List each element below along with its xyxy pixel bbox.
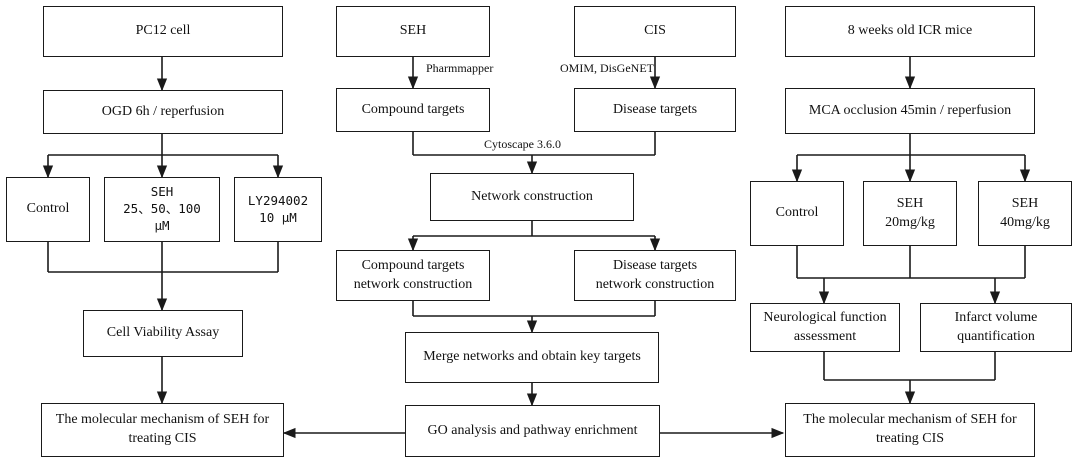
cell-viability-box: Cell Viability Assay <box>83 310 243 357</box>
compound-targets-box: Compound targets <box>336 88 490 132</box>
seh-40mg-box: SEH 40mg/kg <box>978 181 1072 246</box>
disease-network-box: Disease targets network construction <box>574 250 736 301</box>
right-mechanism-box: The molecular mechanism of SEH for treat… <box>785 403 1035 457</box>
right-control-box: Control <box>750 181 844 246</box>
cytoscape-label: Cytoscape 3.6.0 <box>484 137 561 151</box>
left-mechanism-box: The molecular mechanism of SEH for treat… <box>41 403 284 457</box>
disease-targets-box: Disease targets <box>574 88 736 132</box>
left-control-box: Control <box>6 177 90 242</box>
go-analysis-box: GO analysis and pathway enrichment <box>405 405 660 457</box>
neurological-function-box: Neurological function assessment <box>750 303 900 352</box>
ogd-reperfusion-box: OGD 6h / reperfusion <box>43 90 283 134</box>
ly294002-box: LY294002 10 μM <box>234 177 322 242</box>
mca-occlusion-box: MCA occlusion 45min / reperfusion <box>785 88 1035 134</box>
network-construction-box: Network construction <box>430 173 634 221</box>
seh-20mg-box: SEH 20mg/kg <box>863 181 957 246</box>
compound-network-box: Compound targets network construction <box>336 250 490 301</box>
icr-mice-box: 8 weeks old ICR mice <box>785 6 1035 57</box>
merge-networks-box: Merge networks and obtain key targets <box>405 332 659 383</box>
cis-box: CIS <box>574 6 736 57</box>
seh-box: SEH <box>336 6 490 57</box>
infarct-volume-box: Infarct volume quantification <box>920 303 1072 352</box>
pc12-cell-box: PC12 cell <box>43 6 283 57</box>
omim-disgenet-label: OMIM, DisGeNET <box>560 61 654 75</box>
pharmmapper-label: Pharmmapper <box>426 61 494 75</box>
seh-dose-box: SEH 25、50、100 μM <box>104 177 220 242</box>
